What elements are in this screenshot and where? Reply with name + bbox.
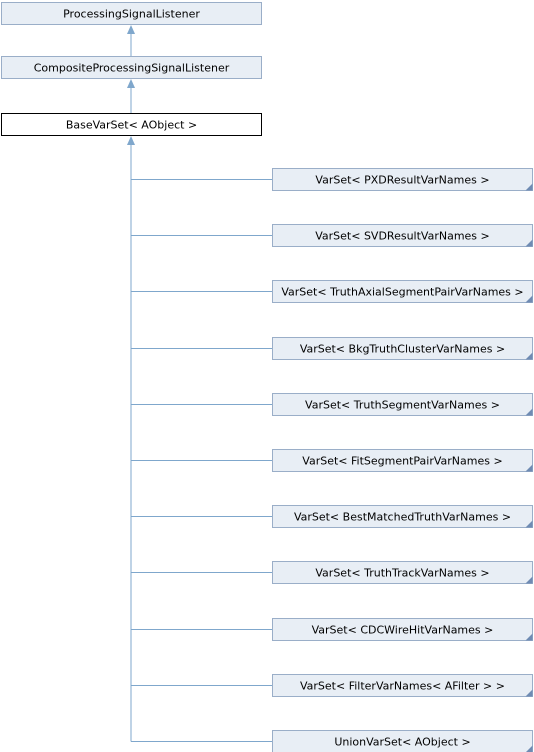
class-node-varset-truthtrackvarnames[interactable]: VarSet< TruthTrackVarNames > bbox=[272, 561, 533, 584]
class-node-varset-truthaxialsegmentpairvarnames-label: VarSet< TruthAxialSegmentPairVarNames > bbox=[281, 286, 523, 299]
class-node-varset-svdresultvarnames-more-corner-icon bbox=[525, 239, 533, 247]
class-node-varset-cdcwirehitvarnames-label: VarSet< CDCWireHitVarNames > bbox=[312, 624, 494, 637]
class-node-compositeprocessingsignallistener-box bbox=[1, 56, 262, 79]
class-node-varset-bkgtruthclustervarnames-box bbox=[272, 337, 533, 360]
class-node-current-box bbox=[1, 113, 262, 136]
class-node-varset-filtervarnames-afilter-more-corner-icon bbox=[525, 689, 533, 697]
class-node-varset-bkgtruthclustervarnames[interactable]: VarSet< BkgTruthClusterVarNames > bbox=[272, 337, 533, 360]
class-node-varset-truthaxialsegmentpairvarnames[interactable]: VarSet< TruthAxialSegmentPairVarNames > bbox=[272, 280, 533, 303]
class-node-varset-cdcwirehitvarnames[interactable]: VarSet< CDCWireHitVarNames > bbox=[272, 618, 533, 641]
class-node-varset-truthsegmentvarnames-more-corner-icon bbox=[525, 408, 533, 416]
class-node-varset-truthsegmentvarnames-box bbox=[272, 393, 533, 416]
class-node-varset-bestmatchedtruthvarnames[interactable]: VarSet< BestMatchedTruthVarNames > bbox=[272, 505, 533, 528]
arrow-composite-to-processing bbox=[127, 25, 135, 34]
class-node-varset-truthtrackvarnames-box bbox=[272, 561, 533, 584]
class-node-varset-bestmatchedtruthvarnames-more-corner-icon bbox=[525, 520, 533, 528]
class-node-unionvarset-aobject-box bbox=[272, 730, 533, 752]
class-node-varset-truthsegmentvarnames-label: VarSet< TruthSegmentVarNames > bbox=[305, 399, 500, 412]
class-node-varset-bkgtruthclustervarnames-label: VarSet< BkgTruthClusterVarNames > bbox=[300, 343, 505, 356]
class-node-unionvarset-aobject[interactable]: UnionVarSet< AObject > bbox=[272, 730, 533, 752]
class-node-varset-fitsegmentpairvarnames-more-corner-icon bbox=[525, 464, 533, 472]
class-node-varset-pxdresultvarnames-more-corner-icon bbox=[525, 183, 533, 191]
class-node-varset-svdresultvarnames-box bbox=[272, 224, 533, 247]
class-node-varset-filtervarnames-afilter[interactable]: VarSet< FilterVarNames< AFilter > > bbox=[272, 674, 533, 697]
class-node-processingsignallistener-box bbox=[1, 2, 262, 25]
class-node-current-label: BaseVarSet< AObject > bbox=[66, 119, 197, 132]
class-node-current[interactable]: BaseVarSet< AObject > bbox=[1, 113, 262, 136]
inheritance-edges bbox=[127, 25, 273, 742]
class-node-varset-fitsegmentpairvarnames[interactable]: VarSet< FitSegmentPairVarNames > bbox=[272, 449, 533, 472]
class-node-varset-truthtrackvarnames-label: VarSet< TruthTrackVarNames > bbox=[315, 567, 489, 580]
class-node-varset-cdcwirehitvarnames-more-corner-icon bbox=[525, 633, 533, 641]
class-node-varset-fitsegmentpairvarnames-label: VarSet< FitSegmentPairVarNames > bbox=[302, 455, 502, 468]
class-node-varset-truthaxialsegmentpairvarnames-more-corner-icon bbox=[525, 295, 533, 303]
class-node-varset-pxdresultvarnames-box bbox=[272, 168, 533, 191]
class-node-varset-filtervarnames-afilter-label: VarSet< FilterVarNames< AFilter > > bbox=[300, 680, 505, 693]
class-node-varset-truthtrackvarnames-more-corner-icon bbox=[525, 576, 533, 584]
class-node-varset-svdresultvarnames-label: VarSet< SVDResultVarNames > bbox=[315, 230, 490, 243]
class-node-varset-fitsegmentpairvarnames-box bbox=[272, 449, 533, 472]
class-node-varset-bkgtruthclustervarnames-more-corner-icon bbox=[525, 352, 533, 360]
class-node-varset-pxdresultvarnames[interactable]: VarSet< PXDResultVarNames > bbox=[272, 168, 533, 191]
class-node-varset-cdcwirehitvarnames-box bbox=[272, 618, 533, 641]
arrow-base-to-composite bbox=[127, 79, 135, 88]
class-node-compositeprocessingsignallistener-label: CompositeProcessingSignalListener bbox=[34, 62, 230, 75]
class-node-varset-bestmatchedtruthvarnames-box bbox=[272, 505, 533, 528]
class-node-varset-svdresultvarnames[interactable]: VarSet< SVDResultVarNames > bbox=[272, 224, 533, 247]
class-node-processingsignallistener[interactable]: ProcessingSignalListener bbox=[1, 2, 262, 25]
class-node-processingsignallistener-label: ProcessingSignalListener bbox=[63, 8, 200, 21]
class-node-varset-filtervarnames-afilter-box bbox=[272, 674, 533, 697]
class-node-varset-truthaxialsegmentpairvarnames-box bbox=[272, 280, 533, 303]
class-node-compositeprocessingsignallistener[interactable]: CompositeProcessingSignalListener bbox=[1, 56, 262, 79]
class-node-varset-truthsegmentvarnames[interactable]: VarSet< TruthSegmentVarNames > bbox=[272, 393, 533, 416]
class-node-unionvarset-aobject-label: UnionVarSet< AObject > bbox=[334, 736, 470, 749]
class-node-varset-bestmatchedtruthvarnames-label: VarSet< BestMatchedTruthVarNames > bbox=[294, 511, 511, 524]
class-node-unionvarset-aobject-more-corner-icon bbox=[526, 745, 533, 752]
arrow-children-to-base bbox=[127, 136, 135, 145]
class-node-varset-pxdresultvarnames-label: VarSet< PXDResultVarNames > bbox=[315, 174, 489, 187]
